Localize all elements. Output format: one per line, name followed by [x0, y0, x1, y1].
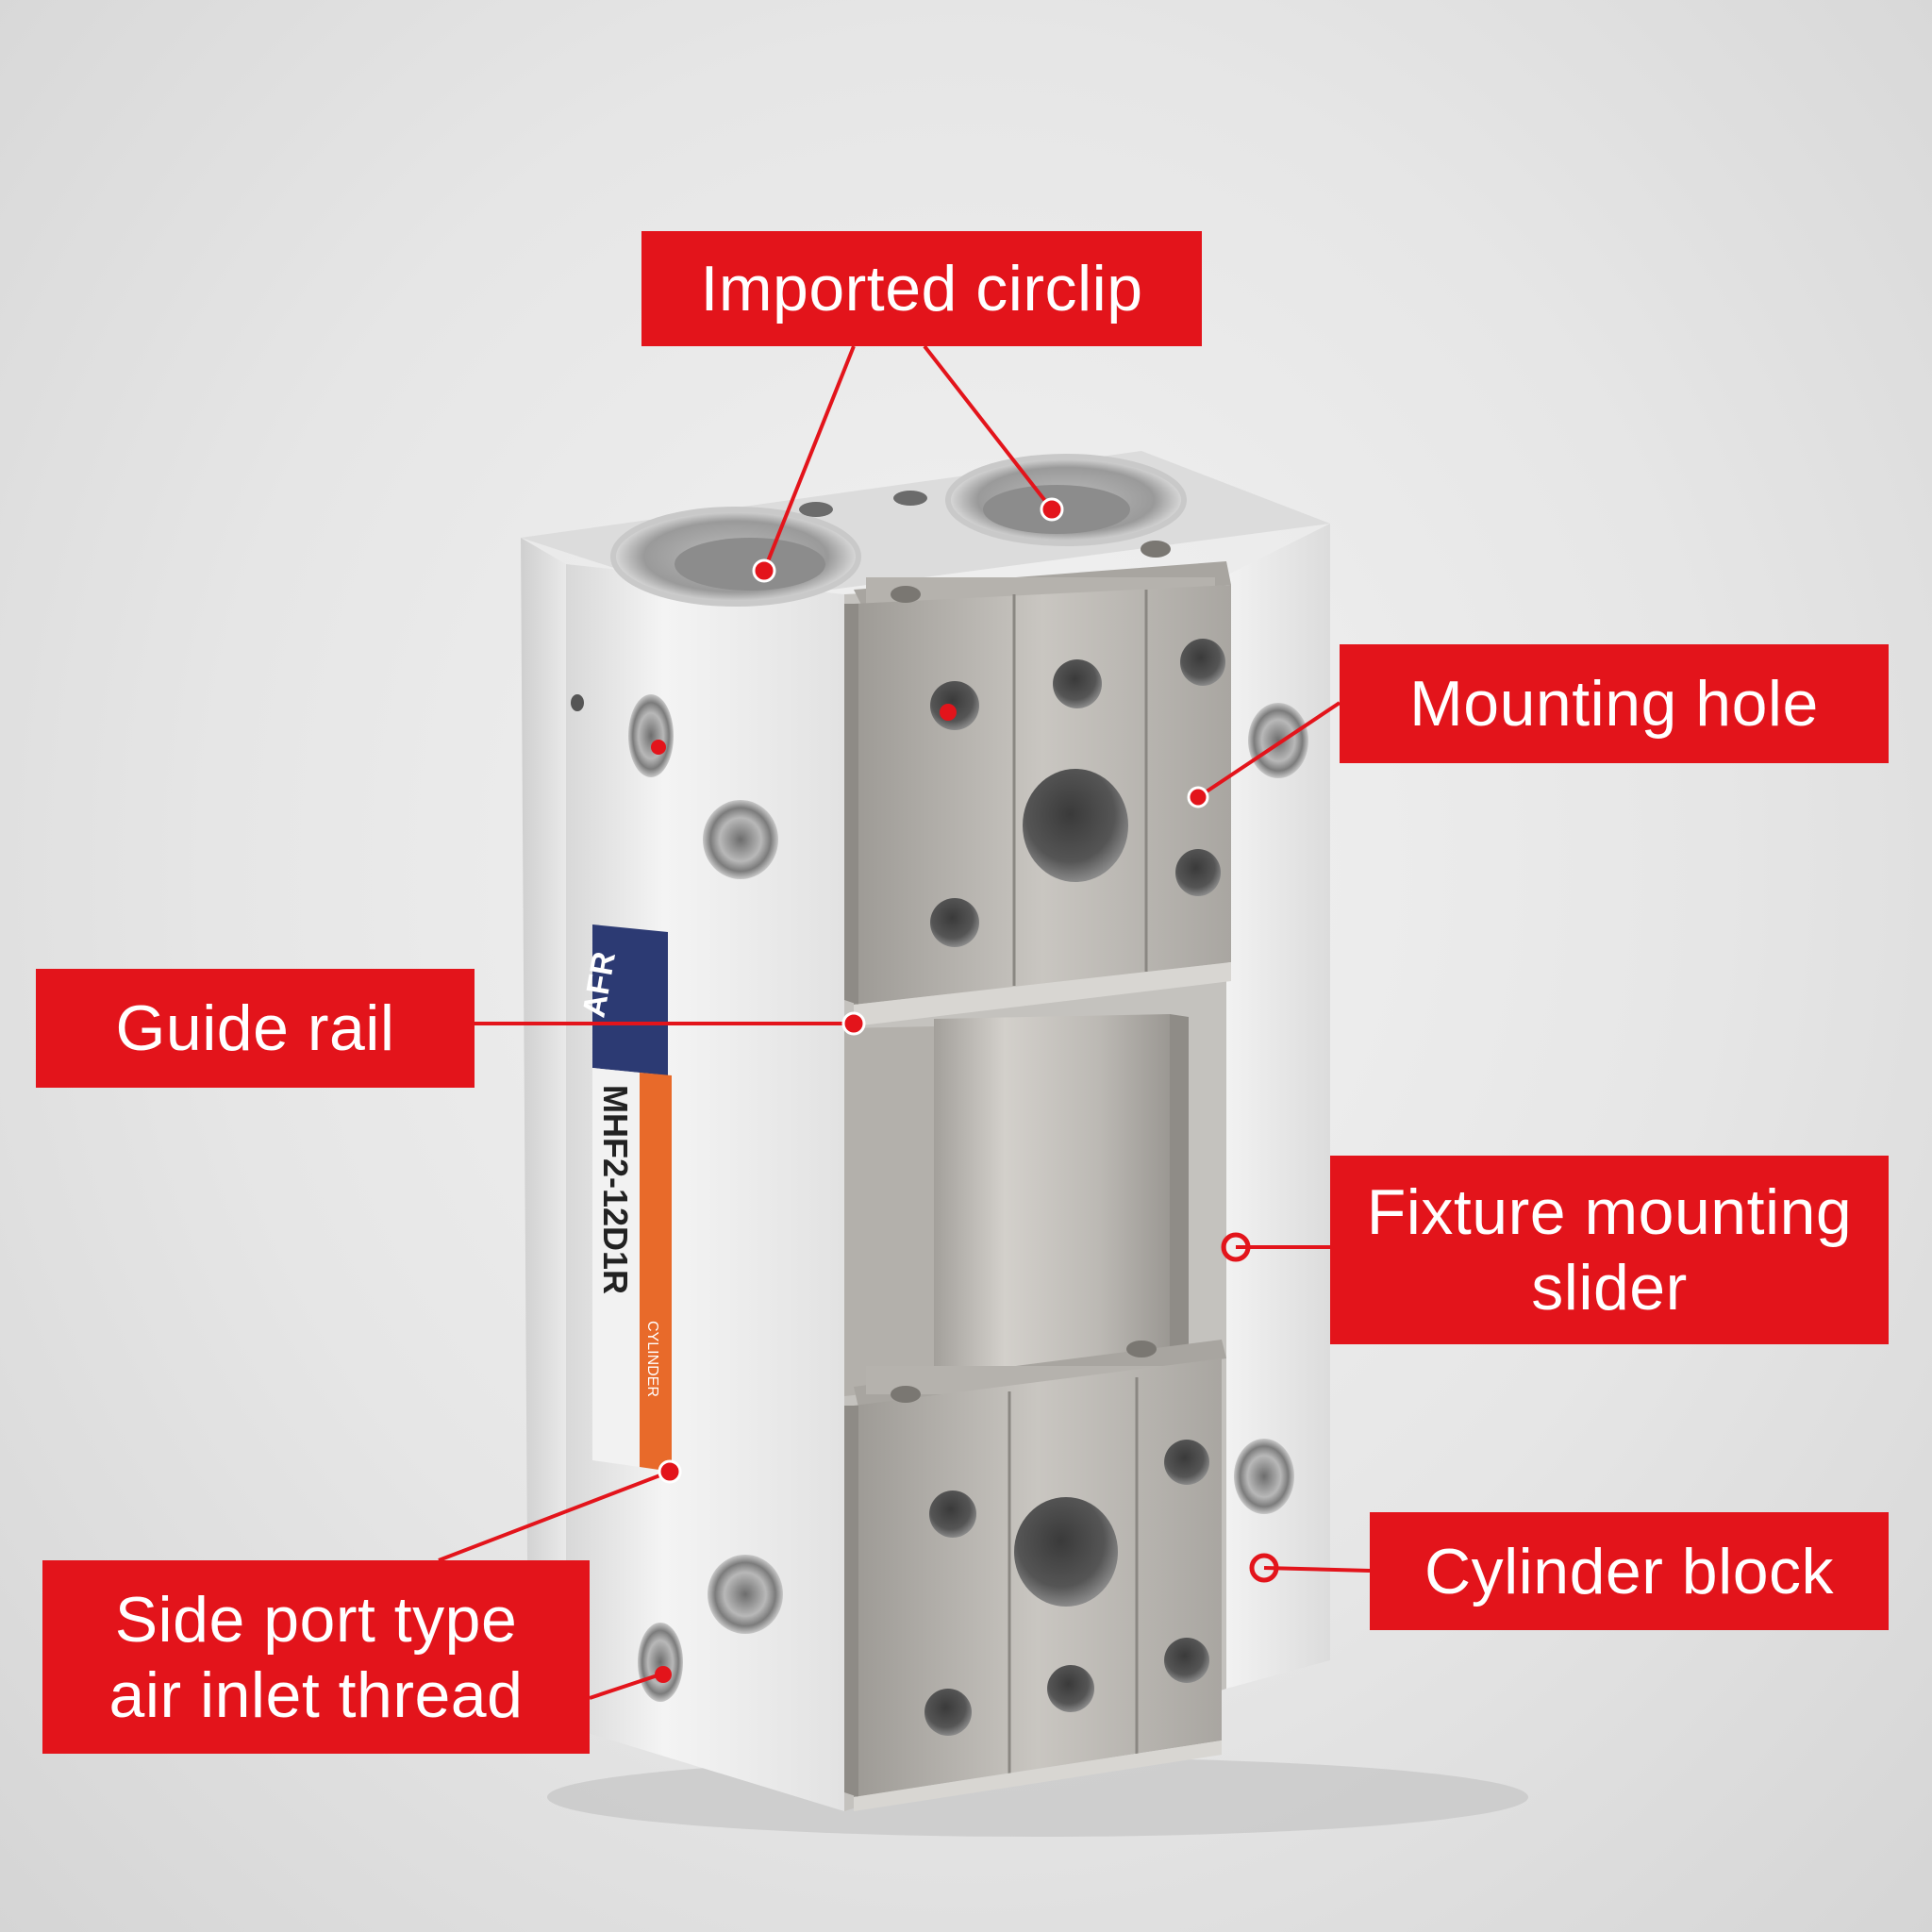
upper-slider-hole-3 — [1180, 639, 1225, 686]
label-model: MHF2-12D1R — [596, 1085, 635, 1294]
guide-rail-right — [1170, 1014, 1189, 1377]
dot-circlip-left — [752, 558, 776, 583]
callout-imported-circlip: Imported circlip — [641, 231, 1202, 346]
upper-slider — [844, 541, 1231, 1026]
dot-side-port-label — [658, 1459, 682, 1484]
dot-side-port-lower — [655, 1666, 672, 1683]
side-port-lower — [638, 1623, 683, 1702]
body-left-face — [566, 564, 844, 1811]
lower-slider — [844, 1340, 1226, 1811]
callout-guide-rail: Guide rail — [36, 969, 475, 1088]
leader-side-port-upper — [438, 1470, 671, 1562]
body-right-face — [1226, 524, 1330, 1689]
callout-fixture-line-1: Fixture mounting — [1366, 1176, 1853, 1248]
lower-slider-hole-5 — [1164, 1638, 1209, 1683]
leader-circlip-left — [762, 345, 856, 572]
dot-fixture-slider — [1221, 1232, 1251, 1262]
dot-upper-slider-hole — [940, 704, 957, 721]
leader-lines — [438, 344, 1371, 1700]
lower-slider-hole-1 — [929, 1491, 976, 1538]
left-hole-small — [571, 694, 584, 711]
callout-side-port-line-2: air inlet thread — [108, 1658, 524, 1731]
dot-side-port-upper — [651, 740, 666, 755]
callout-cylinder-block: Cylinder block — [1370, 1512, 1889, 1630]
body-left-side — [521, 538, 566, 1726]
upper-slider-screw-right — [1141, 541, 1171, 558]
dot-circlip-right — [1040, 497, 1064, 522]
label-white-band — [592, 1068, 640, 1467]
lower-slider-screw-left — [891, 1386, 921, 1403]
guide-rail — [934, 1014, 1170, 1387]
upper-slider-hole-5 — [1175, 849, 1221, 896]
upper-slider-hole-1 — [930, 681, 979, 730]
label-small-text: CYLINDER — [644, 1321, 660, 1397]
top-small-hole-2 — [799, 502, 833, 517]
right-thread-hole-lower — [1234, 1439, 1294, 1514]
leader-cylinder-block — [1263, 1566, 1371, 1573]
dot-mounting-hole — [1187, 786, 1209, 808]
callout-side-port-thread: Side port type air inlet thread — [42, 1560, 590, 1754]
callout-mounting-hole-line-1: Mounting hole — [1409, 668, 1819, 740]
upper-slider-hole-2 — [1053, 659, 1102, 708]
lower-slider-screw-right — [1126, 1341, 1157, 1357]
dot-cylinder-block — [1249, 1553, 1279, 1583]
marker-dots — [651, 497, 1279, 1683]
callout-guide-rail-line-1: Guide rail — [115, 992, 395, 1064]
upper-slider-bottom — [854, 962, 1231, 1026]
upper-slider-left-edge — [844, 604, 858, 1005]
label-orange-band — [640, 1073, 672, 1472]
callout-fixture-mounting-slider: Fixture mounting slider — [1330, 1156, 1889, 1344]
lower-slider-hole-4 — [1047, 1665, 1094, 1712]
leader-circlip-right — [923, 344, 1054, 511]
callout-fixture-line-2: slider — [1531, 1252, 1688, 1324]
label-navy-band — [592, 924, 668, 1075]
dot-guide-rail — [841, 1011, 866, 1036]
upper-slider-screw-left — [891, 586, 921, 603]
left-thread-hole-lower — [708, 1555, 783, 1634]
lower-slider-hole-2 — [1164, 1440, 1209, 1485]
guide-rail-left-edge — [844, 1026, 934, 1396]
side-port-upper — [628, 694, 674, 777]
left-thread-hole-upper — [703, 800, 778, 879]
leader-mounting-hole — [1196, 701, 1341, 799]
right-thread-hole-upper — [1248, 703, 1308, 778]
callout-side-port-line-1: Side port type — [114, 1583, 518, 1656]
callout-cylinder-block-line-1: Cylinder block — [1424, 1535, 1835, 1607]
lower-slider-center-bore — [1014, 1497, 1118, 1607]
lower-slider-hole-3 — [924, 1689, 972, 1736]
leader-side-port-lower — [589, 1673, 661, 1700]
upper-slider-center-bore — [1023, 769, 1128, 882]
lower-slider-left-edge — [844, 1406, 858, 1797]
top-small-hole — [893, 491, 927, 506]
lower-slider-bottom — [854, 1740, 1222, 1811]
callout-imported-circlip-line-1: Imported circlip — [700, 253, 1143, 325]
upper-slider-hole-4 — [930, 898, 979, 947]
callout-mounting-hole: Mounting hole — [1340, 644, 1889, 763]
top-bore-left-inner — [675, 538, 825, 591]
